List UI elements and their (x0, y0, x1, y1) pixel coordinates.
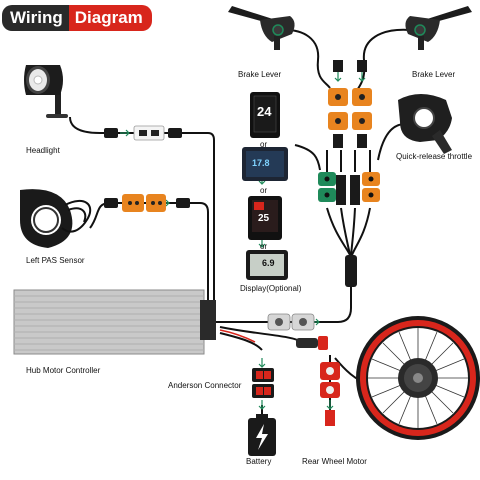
arrow-icon (327, 400, 333, 409)
display-readout-1: 24 (257, 104, 271, 119)
throttle-icon (398, 94, 452, 154)
arrow-icon (259, 400, 265, 409)
battery-icon (248, 414, 276, 456)
label-headlight: Headlight (26, 146, 60, 155)
headlight-connector (104, 126, 182, 140)
wire-merge-1 (327, 208, 350, 255)
label-or-3: or (260, 242, 267, 251)
brake-lever-icon (228, 6, 295, 50)
arrow-icon (259, 358, 265, 367)
controller-icon (14, 290, 216, 354)
label-battery: Battery (246, 457, 271, 466)
label-or-1: or (260, 140, 267, 149)
label-brake-left: Brake Lever (238, 70, 281, 79)
label-pas: Left PAS Sensor (26, 256, 85, 265)
label-motor: Rear Wheel Motor (302, 457, 367, 466)
arrow-icon (120, 130, 129, 136)
motor-wheel-icon (356, 316, 480, 440)
label-display: Display(Optional) (240, 284, 301, 293)
label-anderson: Anderson Connector (168, 381, 241, 390)
motor-connector (268, 314, 328, 350)
harness-connectors (318, 172, 380, 287)
label-or-2: or (260, 186, 267, 195)
arrow-icon (335, 72, 341, 81)
brake-lever-icon (405, 6, 472, 50)
pas-connector (104, 194, 190, 212)
label-throttle: Quick-release throttle (396, 152, 472, 161)
display-readout-3: 25 (258, 213, 269, 224)
anderson-connector-icon (252, 368, 274, 398)
display-readout-4: 6.9 (262, 258, 275, 268)
pas-sensor-icon (20, 189, 90, 248)
headlight-icon (24, 65, 68, 118)
wire-brake-left (278, 30, 330, 88)
brake-connectors (328, 60, 372, 148)
motor-plug (320, 362, 340, 426)
display-readout-2: 17.8 (252, 158, 270, 168)
label-brake-right: Brake Lever (412, 70, 455, 79)
wire-display (295, 145, 320, 170)
label-controller: Hub Motor Controller (26, 366, 100, 375)
